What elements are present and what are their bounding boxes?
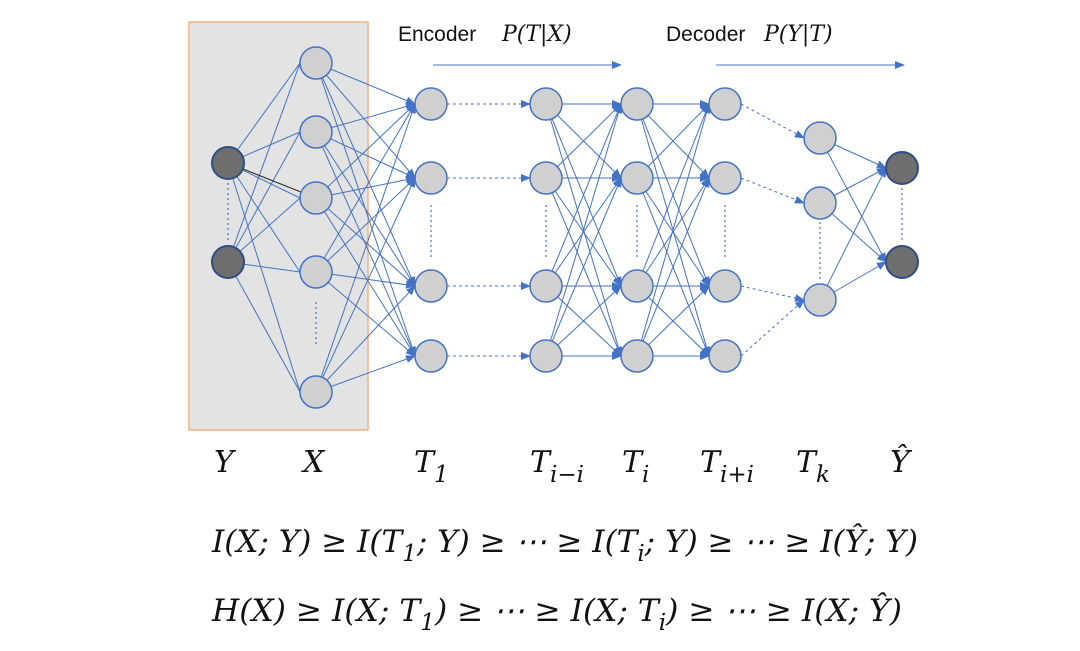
edge-y-x [227,131,301,263]
edge-x-t1 [315,197,416,357]
node-tim-2 [529,161,563,195]
label-t1: T1 [414,445,449,488]
node-ti-2 [620,161,654,195]
node-y-2 [211,245,245,279]
edge-ti-tip [636,177,710,287]
decoder-formula: P(Y|T) [763,22,833,47]
node-t1-3 [414,269,448,303]
edge-ti-tip [636,103,711,357]
node-tip-2 [708,161,742,195]
edge-x-t1 [315,103,416,273]
network-edges [227,62,903,393]
label-t-i-plus-i: Ti+i [700,445,754,488]
node-ti-1 [620,87,654,121]
edge-tim-ti [545,285,622,357]
equation-mutual-info-y: I(X; Y) ≥ I(T1; Y) ≥ ⋯ ≥ I(Ti; Y) ≥ ⋯ ≥ … [211,522,918,567]
label-x: X [301,445,326,480]
edge-tip-tk [740,177,805,204]
edge-x-t1 [315,131,416,179]
label-y: Y [214,445,237,480]
node-t1-4 [414,339,448,373]
edge-ti-tip [636,177,710,357]
node-tk-1 [803,121,837,155]
node-x-5 [299,375,333,409]
edge-x-t1 [315,177,416,273]
encoder-formula: P(T|X) [501,22,572,47]
decoder-label: Decoder [666,23,745,46]
edge-y-x [227,162,301,273]
node-yh-1 [885,151,919,185]
edge-x-t1 [315,131,416,357]
node-x-4 [299,255,333,289]
edge-tk-yh [819,167,887,301]
edge-tim-ti [545,103,622,287]
node-t1-2 [414,161,448,195]
edge-x-t1 [315,271,416,357]
edge-x-t1 [315,62,416,287]
node-ti-4 [620,339,654,373]
node-x-2 [299,115,333,149]
edge-x-t1 [315,102,416,133]
label-y-hat: Ŷ [890,444,913,480]
node-tip-3 [708,269,742,303]
edge-y-x [227,62,301,164]
edge-tim-ti [545,103,622,179]
node-t1-1 [414,87,448,121]
edge-x-t1 [315,62,416,105]
edge-tip-tk [740,299,805,357]
node-x-3 [299,181,333,215]
network-nodes [211,46,919,409]
edge-x-t1 [315,177,416,393]
edge-x-t1 [315,285,416,393]
encoder-label: Encoder [398,23,476,46]
label-t-i-minus-i: Ti−i [530,445,584,488]
node-tim-4 [529,339,563,373]
edge-tip-tk [740,103,805,139]
equation-mutual-info-x: H(X) ≥ I(X; T1) ≥ ⋯ ≥ I(X; Ti) ≥ ⋯ ≥ I(X… [211,591,902,636]
edge-ti-tip [636,103,710,287]
node-tk-2 [803,186,837,220]
edge-x-t1 [315,355,416,393]
edge-y-x [227,261,301,393]
edge-x-t1 [315,62,416,179]
edge-ti-tip [636,103,710,179]
edge-x-t1 [315,131,416,287]
node-tip-1 [708,87,742,121]
node-x-1 [299,46,333,80]
label-tk: Tk [796,445,830,488]
edge-tip-tk [740,285,805,302]
node-ti-3 [620,269,654,303]
node-tim-1 [529,87,563,121]
edge-tim-ti [545,103,623,357]
edge-x-t1 [315,103,416,393]
edge-x-t1 [315,197,416,287]
node-tim-3 [529,269,563,303]
node-yh-2 [885,245,919,279]
edge-y-x [227,62,301,263]
edge-tim-ti [545,177,622,287]
edge-x-t1 [315,103,416,199]
label-ti: Ti [622,445,649,488]
node-tk-3 [803,283,837,317]
input-region-box [188,21,369,431]
node-tip-4 [708,339,742,373]
edge-y-x [227,162,301,393]
node-y-1 [211,146,245,180]
edge-tk-yh [819,137,887,263]
edge-tim-ti [545,177,622,357]
